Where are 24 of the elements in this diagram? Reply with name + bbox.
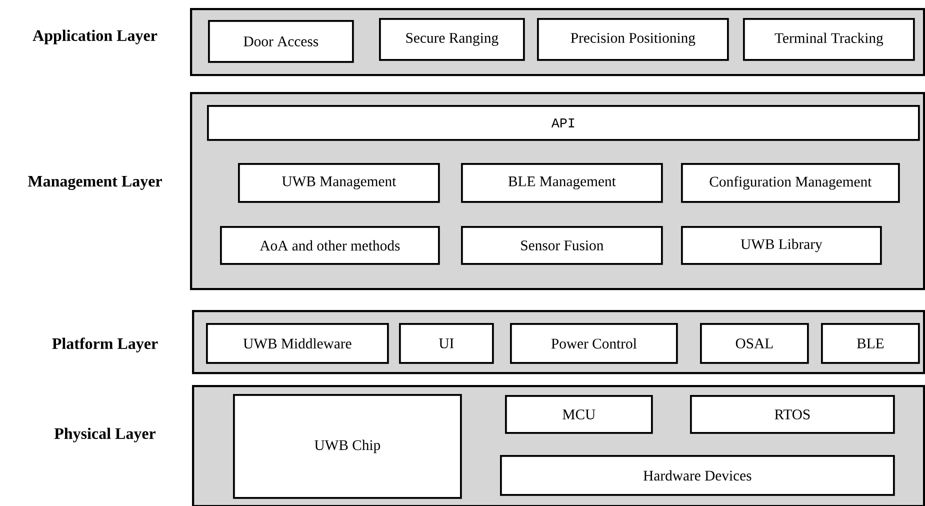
component-box: UWB Chip — [233, 394, 462, 499]
node-label: Application Layer — [32, 30, 158, 44]
component-box: RTOS — [690, 395, 895, 434]
component-box: Sensor Fusion — [461, 226, 663, 265]
component-box: UWB Library — [681, 226, 882, 265]
component-box: OSAL — [700, 323, 809, 364]
component-box: Door Access — [208, 20, 354, 63]
component-box: Configuration Management — [681, 163, 900, 203]
component-box: UWB Management — [238, 163, 440, 203]
component-box: Hardware Devices — [500, 455, 895, 496]
component-box: BLE — [821, 323, 920, 364]
component-box: API — [207, 105, 920, 141]
node-label: Physical Layer — [54, 428, 156, 442]
component-box: UWB Middleware — [206, 323, 389, 364]
component-box: MCU — [505, 395, 653, 434]
component-box: Precision Positioning — [537, 18, 729, 61]
node-label: Management Layer — [28, 176, 162, 190]
component-box: Power Control — [510, 323, 678, 364]
component-box: Terminal Tracking — [743, 18, 915, 61]
component-box: AoA and other methods — [220, 226, 440, 265]
component-box: BLE Management — [461, 163, 663, 203]
component-box: UI — [399, 323, 494, 364]
node-label: Platform Layer — [52, 338, 158, 352]
component-box: Secure Ranging — [379, 18, 525, 61]
